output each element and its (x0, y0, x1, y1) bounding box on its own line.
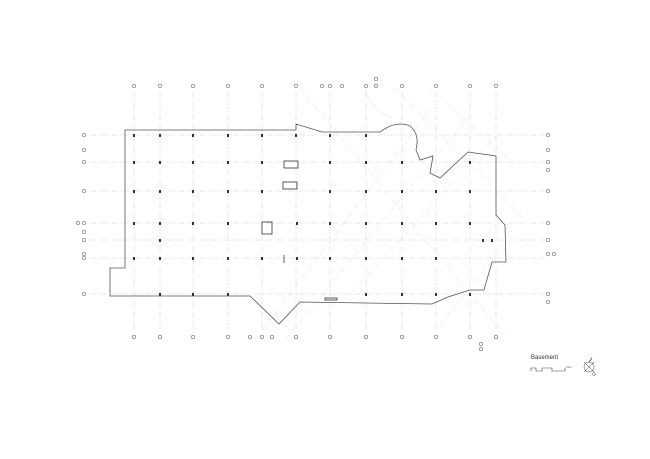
north-arrow-icon (583, 357, 596, 376)
vertical-grid-lines (133, 92, 497, 330)
top-axis-bubbles (131, 76, 499, 89)
building-outline (109, 123, 507, 325)
bottom-axis-bubbles (131, 334, 499, 352)
stair-core (261, 221, 273, 235)
shaft-upper (283, 160, 299, 169)
bench (324, 297, 338, 301)
column-grid (133, 134, 493, 296)
drawing-caption: Basement (531, 355, 559, 361)
curved-guide-line (364, 91, 393, 119)
core-elements (261, 160, 338, 301)
right-axis-bubbles (545, 132, 557, 305)
shaft-lower (282, 181, 298, 190)
scale-label: 10m (566, 365, 572, 369)
left-axis-bubbles (75, 132, 87, 297)
horizontal-grid-lines (90, 134, 545, 295)
scale-bar (530, 367, 566, 372)
